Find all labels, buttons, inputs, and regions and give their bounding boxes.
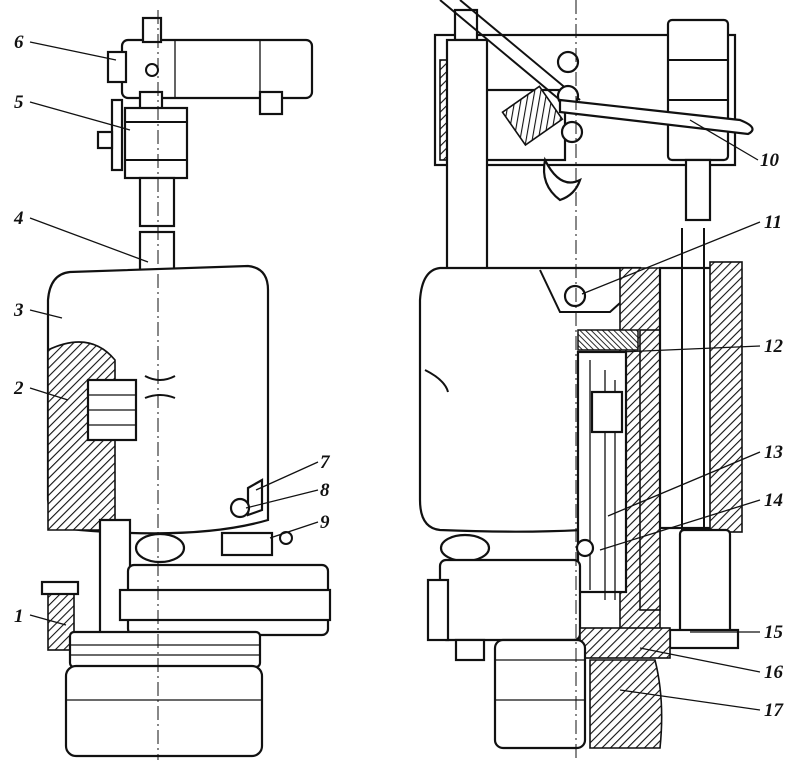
callout-2: 2 <box>13 378 24 399</box>
callout-8: 8 <box>320 480 330 501</box>
callout-1: 1 <box>14 606 24 627</box>
right-view <box>418 0 754 760</box>
callout-4: 4 <box>13 208 24 229</box>
spring-sleeve <box>96 98 189 180</box>
callout-9: 9 <box>320 512 330 533</box>
top-lever-arm <box>106 16 314 116</box>
right-housing <box>418 228 743 641</box>
callout-13: 13 <box>764 442 783 463</box>
rod <box>138 176 176 274</box>
callout-7: 7 <box>320 452 331 473</box>
callout-16: 16 <box>764 662 784 683</box>
callout-15: 15 <box>764 622 784 643</box>
callout-11: 11 <box>764 212 782 233</box>
callout-17: 17 <box>764 700 785 721</box>
rods <box>445 38 712 272</box>
leader-lines <box>29 41 761 711</box>
callout-3: 3 <box>13 300 24 321</box>
lower-section <box>426 528 740 749</box>
left-view <box>40 10 332 760</box>
auxiliary-contacts <box>220 478 293 557</box>
callout-6: 6 <box>14 32 24 53</box>
base-cylinder <box>64 630 264 758</box>
callout-5: 5 <box>14 92 24 113</box>
callout-14: 14 <box>764 490 783 511</box>
callout-10: 10 <box>760 150 780 171</box>
right-base <box>493 638 587 750</box>
callout-labels: 1 2 3 4 5 6 7 8 9 10 11 12 13 14 15 16 1… <box>13 32 785 721</box>
callout-12: 12 <box>764 336 784 357</box>
bottom-bracket <box>40 518 332 651</box>
